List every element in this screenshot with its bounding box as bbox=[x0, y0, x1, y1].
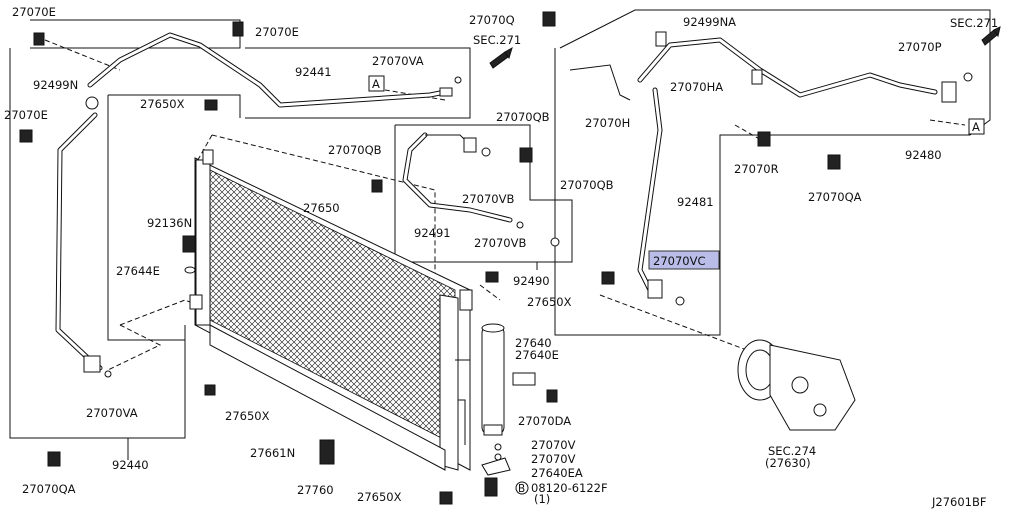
highlight-box-27070VC bbox=[648, 250, 720, 270]
label-27650X-1[interactable]: 27650X bbox=[140, 97, 185, 111]
label-27650X-3[interactable]: 27650X bbox=[225, 409, 270, 423]
label-27650[interactable]: 27650 bbox=[303, 201, 340, 215]
diagram-id: J27601BF bbox=[931, 495, 986, 509]
bolt-code[interactable]: 08120-6122F bbox=[531, 481, 608, 495]
label-27070Q[interactable]: 27070Q bbox=[469, 13, 515, 27]
label-92499NA[interactable]: 92499NA bbox=[683, 15, 736, 29]
label-27070E-3[interactable]: 27070E bbox=[4, 108, 48, 122]
bolt-circle-b: B bbox=[518, 483, 525, 495]
label-27661N[interactable]: 27661N bbox=[250, 446, 295, 460]
label-27070E-1[interactable]: 27070E bbox=[12, 5, 56, 19]
label-27070H[interactable]: 27070H bbox=[585, 116, 630, 130]
label-27070V-2[interactable]: 27070V bbox=[531, 452, 576, 466]
receiver-drier-27640 bbox=[481, 323, 505, 436]
label-27070QB-1[interactable]: 27070QB bbox=[328, 143, 382, 157]
label-27644E[interactable]: 27644E bbox=[116, 264, 160, 278]
label-27070P[interactable]: 27070P bbox=[898, 40, 942, 54]
label-92499N[interactable]: 92499N bbox=[33, 78, 78, 92]
label-27070V-1[interactable]: 27070V bbox=[531, 438, 576, 452]
label-27070VB-2[interactable]: 27070VB bbox=[474, 236, 526, 250]
label-27070VC[interactable]: 27070VC bbox=[653, 254, 705, 268]
label-27070VB-1[interactable]: 27070VB bbox=[462, 192, 514, 206]
label-27070QA-1[interactable]: 27070QA bbox=[808, 190, 862, 204]
label-27070QB-2[interactable]: 27070QB bbox=[496, 110, 550, 124]
label-27070VA-2[interactable]: 27070VA bbox=[86, 406, 138, 420]
sec271-ref-a[interactable]: SEC.271 bbox=[473, 33, 521, 47]
sec-arrows bbox=[489, 26, 1001, 69]
label-27760[interactable]: 27760 bbox=[297, 483, 334, 497]
label-27070E-2[interactable]: 27070E bbox=[255, 25, 299, 39]
sec271-ref-b[interactable]: SEC.271 bbox=[950, 16, 998, 30]
reference-labels: SEC.271 SEC.271 SEC.274 (27630) A A B 08… bbox=[368, 16, 998, 509]
group-frames bbox=[9, 9, 991, 460]
label-92136N[interactable]: 92136N bbox=[147, 216, 192, 230]
label-92440[interactable]: 92440 bbox=[112, 458, 149, 472]
label-92491[interactable]: 92491 bbox=[414, 226, 451, 240]
part-labels: 27070E 27070E 27070E 92499N 92441 27070V… bbox=[4, 5, 942, 504]
fittings bbox=[19, 11, 973, 505]
label-92441[interactable]: 92441 bbox=[295, 65, 332, 79]
label-27070QB-3[interactable]: 27070QB bbox=[560, 178, 614, 192]
label-92490[interactable]: 92490 bbox=[513, 274, 550, 288]
sec274-ref[interactable]: SEC.274 bbox=[768, 444, 816, 458]
label-27650X-2[interactable]: 27650X bbox=[527, 295, 572, 309]
label-27070HA[interactable]: 27070HA bbox=[670, 80, 723, 94]
condenser-27650 bbox=[194, 149, 473, 471]
label-27640EA[interactable]: 27640EA bbox=[531, 466, 583, 480]
label-27070VA-1[interactable]: 27070VA bbox=[372, 54, 424, 68]
label-92481[interactable]: 92481 bbox=[677, 195, 714, 209]
label-27650X-4[interactable]: 27650X bbox=[357, 490, 402, 504]
compressor-sec274 bbox=[737, 339, 856, 431]
label-27070DA[interactable]: 27070DA bbox=[518, 414, 571, 428]
label-92480[interactable]: 92480 bbox=[905, 148, 942, 162]
label-27640E[interactable]: 27640E bbox=[515, 348, 559, 362]
label-27070QA-2[interactable]: 27070QA bbox=[22, 482, 76, 496]
marker-a-left: A bbox=[372, 77, 380, 91]
marker-a-right: A bbox=[972, 120, 980, 134]
label-27640[interactable]: 27640 bbox=[515, 336, 552, 350]
label-27070R[interactable]: 27070R bbox=[734, 162, 779, 176]
bolt-qty: (1) bbox=[534, 492, 550, 506]
sec274-sub-ref: (27630) bbox=[765, 456, 811, 470]
